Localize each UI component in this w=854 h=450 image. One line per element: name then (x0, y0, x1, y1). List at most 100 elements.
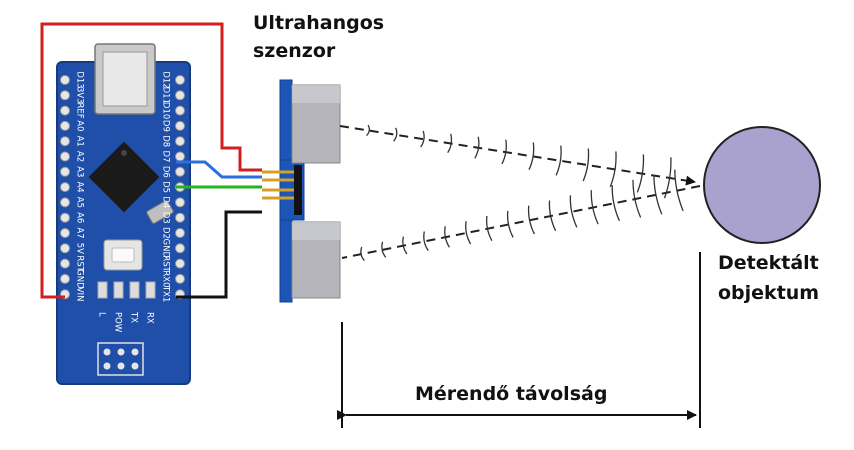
pin-hole (60, 258, 70, 269)
wave-arc (609, 151, 617, 187)
pin-label: D10 (161, 102, 171, 119)
pin-hole (60, 136, 70, 147)
pin-hole (60, 228, 70, 238)
pin-label: D3 (161, 212, 171, 224)
pin-hole (175, 273, 185, 284)
pin-label: A2 (75, 151, 85, 162)
wave-arc (636, 154, 645, 193)
wave-arc (366, 124, 371, 137)
pin-hole (60, 243, 70, 254)
pin-label: D5 (161, 181, 171, 193)
pin-label: VIN (75, 287, 85, 302)
wave-arc (420, 130, 425, 148)
pin-hole (175, 120, 185, 131)
wave-arc (444, 226, 450, 248)
pin-hole (175, 105, 185, 116)
wave-arc (360, 246, 365, 262)
pin-label: GND (75, 269, 85, 289)
pin-hole (60, 273, 70, 284)
pin-hole (60, 105, 70, 116)
pin-label: RST (161, 255, 171, 272)
wave-arc (465, 221, 472, 245)
pin-hole (175, 212, 185, 223)
wave-arc (381, 241, 387, 258)
pin-label: D13 (75, 71, 85, 88)
sensor-label-line2: szenzor (253, 40, 336, 62)
sensor-label-line1: Ultrahangos (253, 12, 385, 34)
pin-hole (175, 75, 185, 85)
vcc-wire (40, 22, 262, 299)
pin-label: D7 (161, 151, 171, 163)
pin-hole (60, 120, 70, 131)
wave-arc (506, 210, 514, 238)
wave-arc (501, 139, 507, 165)
pin-label: A5 (75, 197, 85, 208)
wave-arc (569, 195, 578, 228)
pin-hole (60, 90, 70, 101)
crystal (146, 200, 174, 224)
pin-label: A7 (75, 227, 85, 238)
pin-hole (60, 197, 70, 208)
pin-hole (175, 197, 185, 208)
wires (40, 22, 262, 299)
pin-hole (60, 212, 70, 223)
wave-arc (486, 215, 493, 242)
object-label-line2: objektum (718, 282, 820, 304)
pin-label: RST (75, 255, 85, 272)
wave-arc (674, 169, 684, 212)
pin-label: GND (161, 239, 171, 259)
gnd-wire (176, 210, 262, 299)
pin-hole (175, 228, 185, 238)
wave-arc (653, 174, 663, 215)
pin-label: D9 (161, 120, 171, 132)
pin-label: A6 (75, 212, 85, 223)
return-beam (341, 185, 701, 259)
pin-label: D4 (161, 196, 171, 208)
pin-hole (60, 151, 70, 162)
pin-label: A0 (75, 120, 85, 131)
wave-arc (632, 179, 642, 218)
wave-arc (447, 133, 453, 154)
wave-arc (528, 142, 535, 170)
pin-label: A4 (75, 181, 85, 192)
wave-arc (548, 200, 557, 232)
wave-arc (611, 185, 620, 222)
pin-hole (60, 75, 70, 85)
pin-hole (60, 182, 70, 193)
pin-label: 3V3 (75, 87, 85, 104)
wave-arc (402, 236, 408, 255)
pin-hole (175, 90, 185, 101)
wave-arc (527, 205, 535, 235)
detected-object (703, 126, 821, 244)
ultrasonic-sensor (262, 79, 341, 303)
icsp-header (97, 342, 144, 376)
pin-hole (60, 166, 70, 177)
wave-arc (590, 190, 599, 225)
object-label-line1: Detektált (718, 252, 819, 274)
wave-arc (474, 136, 480, 159)
pin-label: D11 (161, 87, 171, 104)
distance-label: Mérendő távolság (415, 383, 608, 405)
sound-beams (339, 124, 701, 262)
trig-wire (176, 160, 262, 179)
pin-hole (175, 166, 185, 177)
wave-arc (423, 231, 429, 251)
distance-dimension (337, 252, 701, 428)
pin-label: REF (75, 103, 85, 119)
pin-label: D8 (161, 135, 171, 147)
led-label: TX (129, 311, 139, 323)
pin-hole (175, 258, 185, 269)
pin-label: TX1 (161, 285, 171, 302)
pin-label: D2 (161, 227, 171, 239)
wave-arc (393, 127, 398, 142)
wave-fronts (360, 124, 684, 262)
pin-label: D12 (161, 71, 171, 88)
wave-arc (555, 145, 562, 176)
pin-label: RX0 (161, 270, 171, 287)
led-label: L (97, 312, 107, 317)
pin-hole (175, 243, 185, 254)
